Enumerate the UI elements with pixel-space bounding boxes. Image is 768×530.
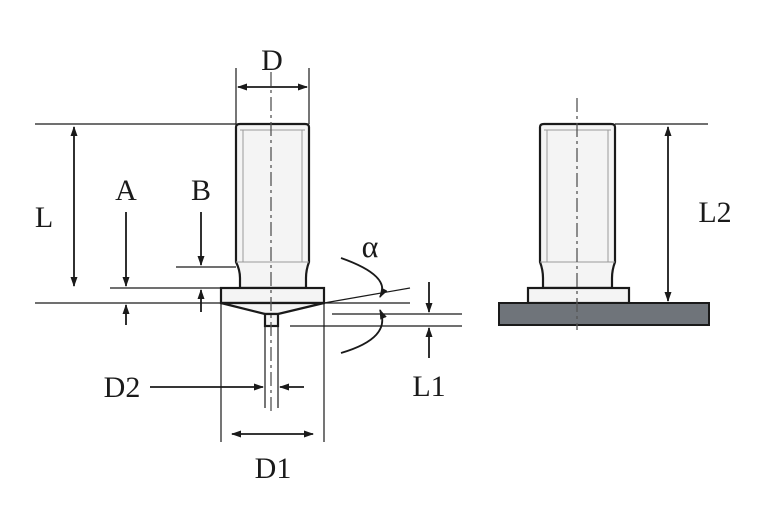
dimension-B: B [176,174,236,312]
dimension-D1: D1 [220,303,325,485]
label-alpha: α [362,228,379,264]
dimension-L2: L2 [615,123,732,302]
sheet-panel [498,302,710,326]
stud-head-flange [219,286,326,305]
dimension-A: A [110,174,221,325]
label-L2: L2 [698,196,731,229]
label-L1: L1 [412,370,445,403]
label-A: A [115,174,137,207]
stud-threaded-body [234,122,311,290]
label-D: D [261,44,283,77]
dimension-alpha: α [323,228,411,354]
label-D1: D1 [255,452,292,485]
label-D2: D2 [104,371,141,404]
stud-cone [220,301,325,316]
stud-side-view [219,72,326,412]
dimension-D2: D2 [104,326,304,408]
installed-stud-flange [526,286,631,305]
label-B: B [191,174,211,207]
dimension-L: L [35,123,236,304]
installed-stud-view [498,98,710,330]
label-L: L [35,201,53,234]
dimension-L1: L1 [290,282,462,403]
dimension-D: D [235,44,310,124]
